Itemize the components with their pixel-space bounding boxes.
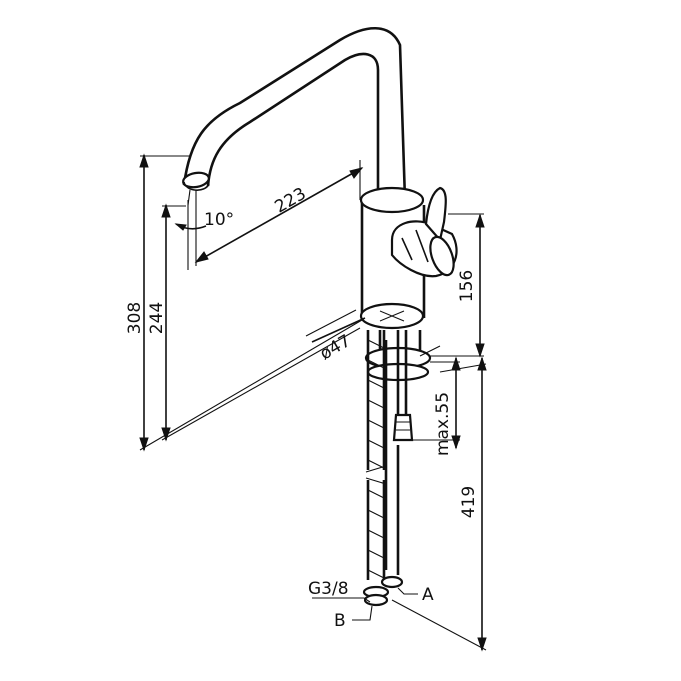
- label-hose-length: 419: [459, 486, 479, 518]
- label-height-total: 308: [125, 302, 145, 334]
- label-diameter: ø47: [317, 331, 355, 364]
- label-connection-b: B: [334, 611, 346, 631]
- faucet-spout: [182, 27, 407, 206]
- label-reach: 223: [271, 184, 309, 218]
- label-thread: G3/8: [308, 579, 349, 599]
- label-body-height: 156: [457, 270, 477, 302]
- label-angle: 10°: [204, 210, 234, 230]
- label-height-spout: 244: [147, 302, 167, 334]
- faucet-lever: [390, 186, 458, 278]
- label-connection-a: A: [422, 585, 434, 605]
- dimension-lines: [139, 153, 487, 652]
- label-max-thickness: max.55: [433, 392, 453, 456]
- supply-hoses: [362, 330, 404, 607]
